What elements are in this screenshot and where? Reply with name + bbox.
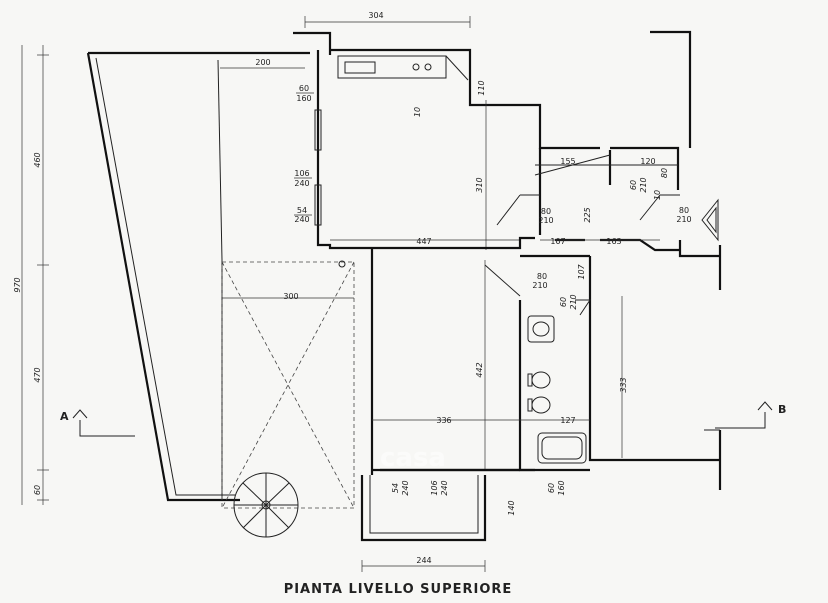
courtyard: 300 bbox=[221, 260, 355, 509]
dim-door-right-b: 210 bbox=[676, 215, 691, 224]
door-swings bbox=[484, 194, 680, 316]
dim-closet-a: 60 bbox=[629, 180, 638, 190]
dim-closet-b: 210 bbox=[639, 177, 648, 192]
dim-bottom-win-d: 240 bbox=[440, 480, 449, 495]
living-dimensions: 310 447 bbox=[330, 100, 520, 250]
middle-walls bbox=[370, 154, 720, 475]
dim-corridor-w2: 163 bbox=[606, 237, 621, 246]
dim-window-top-a: 60 bbox=[299, 84, 309, 93]
room-dimensions: 442 336 127 bbox=[372, 260, 590, 470]
dim-garden-width: 300 bbox=[283, 292, 298, 301]
dim-bottom-win-b: 240 bbox=[401, 480, 410, 495]
dim-bottom-height: 60 bbox=[33, 485, 42, 495]
dim-door-bath-a: 80 bbox=[537, 272, 547, 281]
dim-window-low-a: 54 bbox=[297, 206, 307, 215]
dim-closet-d: 80 bbox=[660, 168, 669, 178]
dim-balcony-width: 244 bbox=[416, 556, 431, 565]
dim-bottom-win-c: 106 bbox=[430, 480, 439, 495]
dim-upper-height: 460 bbox=[33, 152, 42, 167]
dim-corridor-h2: 107 bbox=[577, 263, 586, 279]
bedroom-right: 333 bbox=[619, 255, 722, 490]
dim-bath-door-a: 60 bbox=[559, 297, 568, 307]
dim-room-width: 336 bbox=[436, 416, 451, 425]
dim-door-right-a: 80 bbox=[679, 206, 689, 215]
dim-window-mid-a: 106 bbox=[294, 169, 309, 178]
spiral-staircase bbox=[233, 472, 299, 538]
dim-bottom-win-a: 54 bbox=[391, 483, 400, 493]
dim-corridor-h: 225 bbox=[583, 207, 592, 222]
dim-kitchen-side: 110 bbox=[477, 80, 486, 95]
left-dimension-chain: 460 970 470 60 bbox=[13, 45, 49, 505]
north-arrow-icon bbox=[701, 198, 719, 242]
left-window-labels: 60 160 106 240 54 240 bbox=[294, 84, 322, 226]
dim-hall-width: 155 bbox=[560, 157, 575, 166]
dim-terrace-width: 200 bbox=[255, 58, 270, 67]
dim-door-a: 80 bbox=[541, 207, 551, 216]
dim-total-height: 970 bbox=[13, 277, 22, 292]
dim-window-top-b: 160 bbox=[296, 94, 311, 103]
dim-top-width: 304 bbox=[368, 11, 383, 20]
dim-living-width: 447 bbox=[416, 237, 431, 246]
upper-walls bbox=[293, 30, 722, 255]
dim-door-bath-b: 210 bbox=[532, 281, 547, 290]
dim-closet-c: 10 bbox=[653, 190, 662, 200]
dim-bath-width: 127 bbox=[560, 416, 575, 425]
svg-text:B: B bbox=[778, 403, 786, 416]
top-dimension: 304 200 bbox=[220, 11, 471, 69]
dim-living-height: 310 bbox=[475, 177, 484, 192]
dim-corridor-w: 107 bbox=[550, 237, 565, 246]
dim-room-height: 442 bbox=[475, 362, 484, 377]
dim-bath-door-b: 210 bbox=[569, 294, 578, 309]
bathroom-fixtures bbox=[527, 315, 587, 464]
section-mark-a: A bbox=[60, 409, 135, 437]
watermark: casa bbox=[380, 443, 446, 473]
dim-balcony-depth: 140 bbox=[507, 500, 516, 515]
svg-text:A: A bbox=[60, 410, 69, 423]
balcony: 54 240 106 240 60 160 140 244 bbox=[360, 468, 566, 572]
dim-window-mid-b: 240 bbox=[294, 179, 309, 188]
dim-bottom-bath-a: 60 bbox=[547, 483, 556, 493]
dim-bottom-bath-b: 160 bbox=[557, 480, 566, 495]
terrace bbox=[86, 51, 310, 502]
dim-lower-height: 470 bbox=[33, 367, 42, 382]
dim-hall-right: 120 bbox=[640, 157, 655, 166]
dim-bedroom-height: 333 bbox=[619, 377, 628, 392]
kitchen-counter bbox=[337, 55, 469, 81]
dim-door-b: 210 bbox=[538, 216, 553, 225]
dim-kitchen-small: 10 bbox=[413, 107, 422, 117]
section-mark-b: B bbox=[715, 401, 786, 429]
plan-title: PIANTA LIVELLO SUPERIORE bbox=[284, 582, 513, 597]
dim-window-low-b: 240 bbox=[294, 215, 309, 224]
